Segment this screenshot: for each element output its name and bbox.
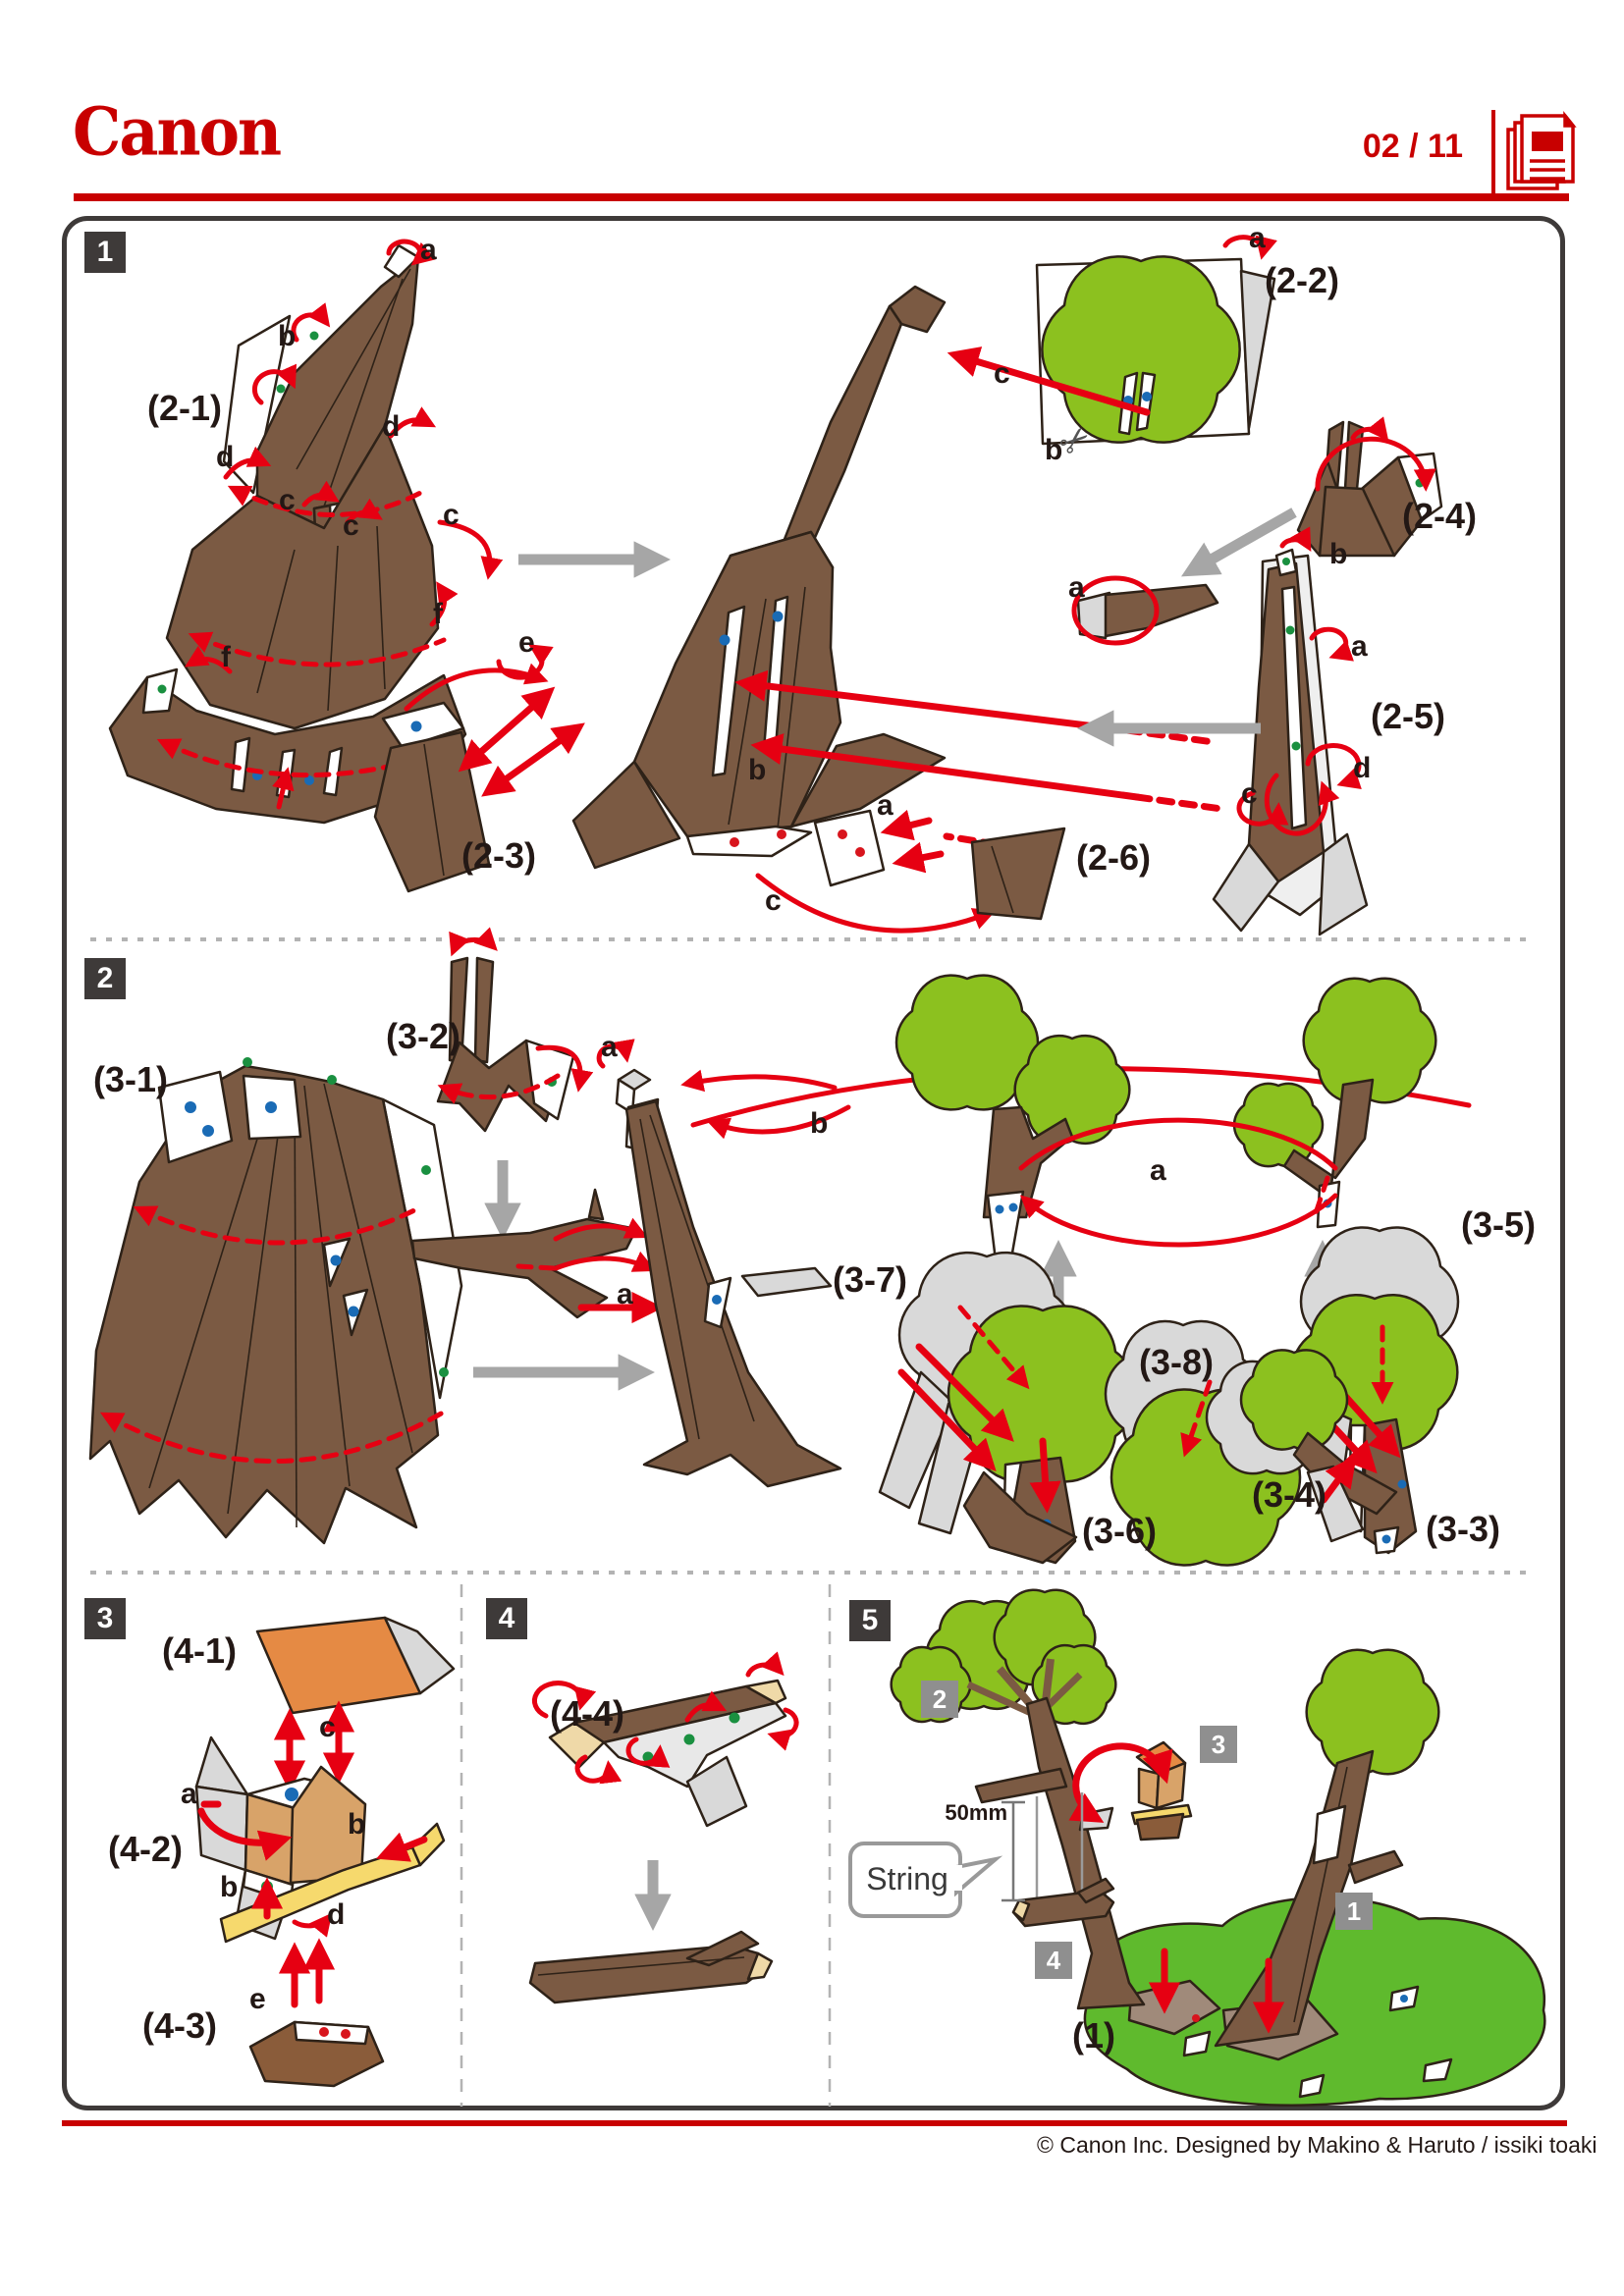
tab-a: a	[877, 789, 893, 822]
tab-c: c	[443, 499, 460, 531]
small-branch-diagram	[1071, 575, 1219, 646]
part-label-2-5: (2-5)	[1371, 696, 1446, 736]
tab-d: d	[216, 441, 235, 473]
part-label-3-2: (3-2)	[386, 1016, 461, 1056]
step-4-badge: 4	[486, 1598, 527, 1639]
tab-c: c	[1241, 777, 1258, 810]
part-3-4-tree-diagram	[1205, 1349, 1398, 1543]
copyright-credit: © Canon Inc. Designed by Makino & Haruto…	[1037, 2132, 1597, 2158]
instruction-panel-border	[62, 216, 1565, 2110]
part-2-2-diagram	[947, 235, 1277, 446]
tab-b: b	[278, 320, 297, 352]
tab-a: a	[1068, 571, 1085, 604]
tab-f: f	[433, 598, 443, 630]
footer-rule	[62, 2120, 1567, 2126]
birdhouse-diagram	[194, 1616, 456, 2088]
page-number: 02 / 11	[1362, 128, 1463, 165]
part-label-4-3: (4-3)	[142, 2005, 218, 2046]
tab-d: d	[382, 410, 401, 443]
tab-a: a	[1150, 1154, 1166, 1187]
tab-d: d	[327, 1898, 346, 1931]
part-2-5-diagram	[1077, 526, 1369, 936]
part-label-3-3: (3-3)	[1426, 1509, 1501, 1549]
tab-f: f	[221, 641, 231, 673]
step-1-badge: 1	[84, 232, 126, 273]
part-label-4-4: (4-4)	[550, 1693, 625, 1734]
tab-a: a	[1351, 630, 1368, 663]
part-label-3-4: (3-4)	[1252, 1474, 1327, 1515]
part-label-3-1: (3-1)	[93, 1059, 169, 1099]
ref-badge-1: 1	[1335, 1893, 1373, 1930]
tab-e: e	[249, 1983, 266, 2015]
part-3-1-diagram	[88, 1057, 463, 1545]
tab-b: b	[1045, 434, 1063, 466]
step-2-badge: 2	[84, 958, 126, 999]
base-part-label: (1)	[1072, 2015, 1115, 2056]
log-diagram	[528, 1651, 799, 2004]
part-label-2-3: (2-3)	[461, 835, 537, 876]
branch-piece-diagram	[410, 1188, 664, 1391]
string-callout-label: String	[866, 1861, 948, 1896]
part-label-3-8: (3-8)	[1139, 1342, 1215, 1382]
tab-a: a	[617, 1278, 633, 1310]
tab-c: c	[765, 884, 782, 917]
tab-d: d	[1353, 752, 1372, 784]
tab-c: c	[319, 1711, 336, 1743]
measurement-label: 50mm	[945, 1800, 1007, 1825]
tab-b: b	[348, 1808, 366, 1841]
part-3-2-diagram	[436, 927, 594, 1240]
section-dividers	[90, 937, 1532, 2107]
tab-c: c	[343, 509, 359, 542]
tab-c: c	[279, 484, 296, 516]
assembled-trunk-diagram	[373, 285, 1225, 934]
ref-badge-4: 4	[1035, 1942, 1072, 1979]
tab-a: a	[420, 234, 437, 266]
part-2-6-diagram	[970, 827, 1066, 921]
canon-logo: Canon	[73, 93, 282, 171]
final-assembly-diagram	[848, 1588, 1546, 2107]
part-label-3-5: (3-5)	[1461, 1204, 1537, 1245]
part-label-4-2: (4-2)	[108, 1829, 184, 1869]
header-rule	[74, 110, 1569, 201]
part-label-4-1: (4-1)	[162, 1630, 238, 1671]
tab-e: e	[518, 626, 535, 659]
ref-badge-2: 2	[921, 1681, 958, 1718]
tab-b: b	[810, 1107, 829, 1140]
joined-trees-diagram	[894, 974, 1437, 1335]
part-2-1-diagram	[108, 239, 554, 825]
part-label-2-1: (2-1)	[147, 388, 223, 428]
tab-a: a	[1249, 222, 1266, 254]
part-label-3-6: (3-6)	[1082, 1511, 1158, 1551]
part-label-2-2: (2-2)	[1265, 260, 1340, 300]
step-5-badge: 5	[849, 1600, 891, 1641]
part-3-7-tree-diagram	[878, 1251, 1139, 1565]
tab-b: b	[1329, 538, 1348, 570]
tab-b: b	[748, 754, 767, 786]
pages-icon	[1506, 111, 1577, 190]
tab-b: b	[220, 1871, 239, 1903]
part-label-3-7: (3-7)	[833, 1259, 908, 1300]
part-label-2-6: (2-6)	[1076, 837, 1152, 878]
tab-a: a	[601, 1031, 618, 1063]
tab-c: c	[994, 357, 1010, 390]
ref-badge-3: 3	[1200, 1726, 1237, 1763]
part-label-2-4: (2-4)	[1402, 496, 1478, 536]
tab-a: a	[181, 1778, 197, 1810]
step-3-badge: 3	[84, 1598, 126, 1639]
